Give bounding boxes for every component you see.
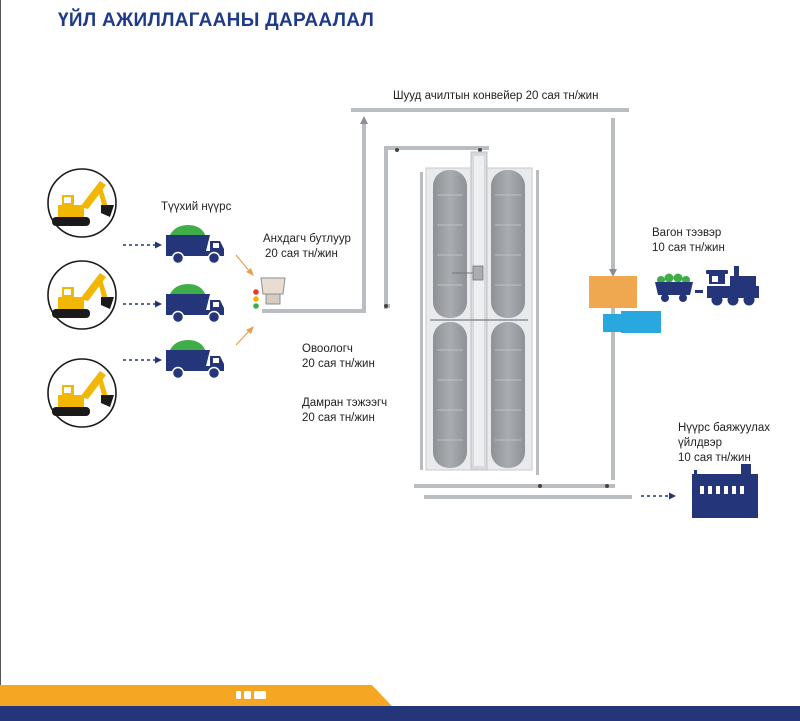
factory-icon bbox=[692, 464, 758, 518]
rail-transport-capacity: 10 сая тн/жин bbox=[652, 242, 725, 254]
excavator-3 bbox=[47, 358, 117, 428]
conveyor-arrow bbox=[360, 116, 368, 124]
dump-truck-icon bbox=[165, 339, 225, 380]
traffic-light-icon bbox=[253, 289, 259, 309]
processing-plant-capacity: 10 сая тн/жин bbox=[678, 452, 751, 464]
footer-bar bbox=[0, 685, 800, 721]
conveyor-arrow bbox=[609, 269, 617, 277]
stacker-capacity: 20 сая тн/жин bbox=[302, 358, 375, 370]
primary-crusher-name: Анхдагч бутлуур bbox=[263, 233, 351, 245]
primary-crusher-capacity: 20 сая тн/жин bbox=[265, 248, 338, 260]
page-title: ҮЙЛ АЖИЛЛАГААНЫ ДАРААЛАЛ bbox=[58, 10, 375, 31]
dump-truck-icon bbox=[165, 283, 225, 324]
reclaimer-capacity: 20 сая тн/жин bbox=[302, 412, 375, 424]
train-loadout-bin bbox=[589, 276, 637, 308]
excavator-1 bbox=[47, 168, 117, 238]
stockpile bbox=[491, 170, 525, 318]
processing-plant-line1: Нүүрс баяжуулах bbox=[678, 422, 771, 434]
locomotive-icon bbox=[655, 266, 759, 306]
feed-arrows bbox=[235, 254, 254, 346]
dump-truck-icon bbox=[165, 224, 225, 265]
crusher-hopper-icon bbox=[260, 277, 286, 305]
excavator-2 bbox=[47, 260, 117, 330]
stacker-name: Овоологч bbox=[302, 343, 353, 355]
plant-arrow bbox=[641, 492, 676, 500]
rail-transport-name: Вагон тээвэр bbox=[652, 227, 722, 239]
reclaimer-name: Дамран тэжээгч bbox=[302, 397, 388, 409]
stacker-machine bbox=[472, 265, 484, 281]
stockpile-yard bbox=[425, 151, 533, 471]
stockpile bbox=[491, 322, 525, 468]
stockpile bbox=[433, 170, 467, 318]
haul-arrows bbox=[123, 241, 162, 364]
direct-conveyor-label: Шууд ачилтын конвейер 20 сая тн/жин bbox=[393, 90, 599, 102]
conveyor-network bbox=[262, 108, 632, 499]
stockpile bbox=[433, 322, 467, 468]
processing-plant-line2: үйлдвэр bbox=[678, 437, 722, 449]
train-loadout-chute bbox=[603, 311, 661, 333]
raw-coal-label: Түүхий нүүрс bbox=[161, 201, 232, 213]
